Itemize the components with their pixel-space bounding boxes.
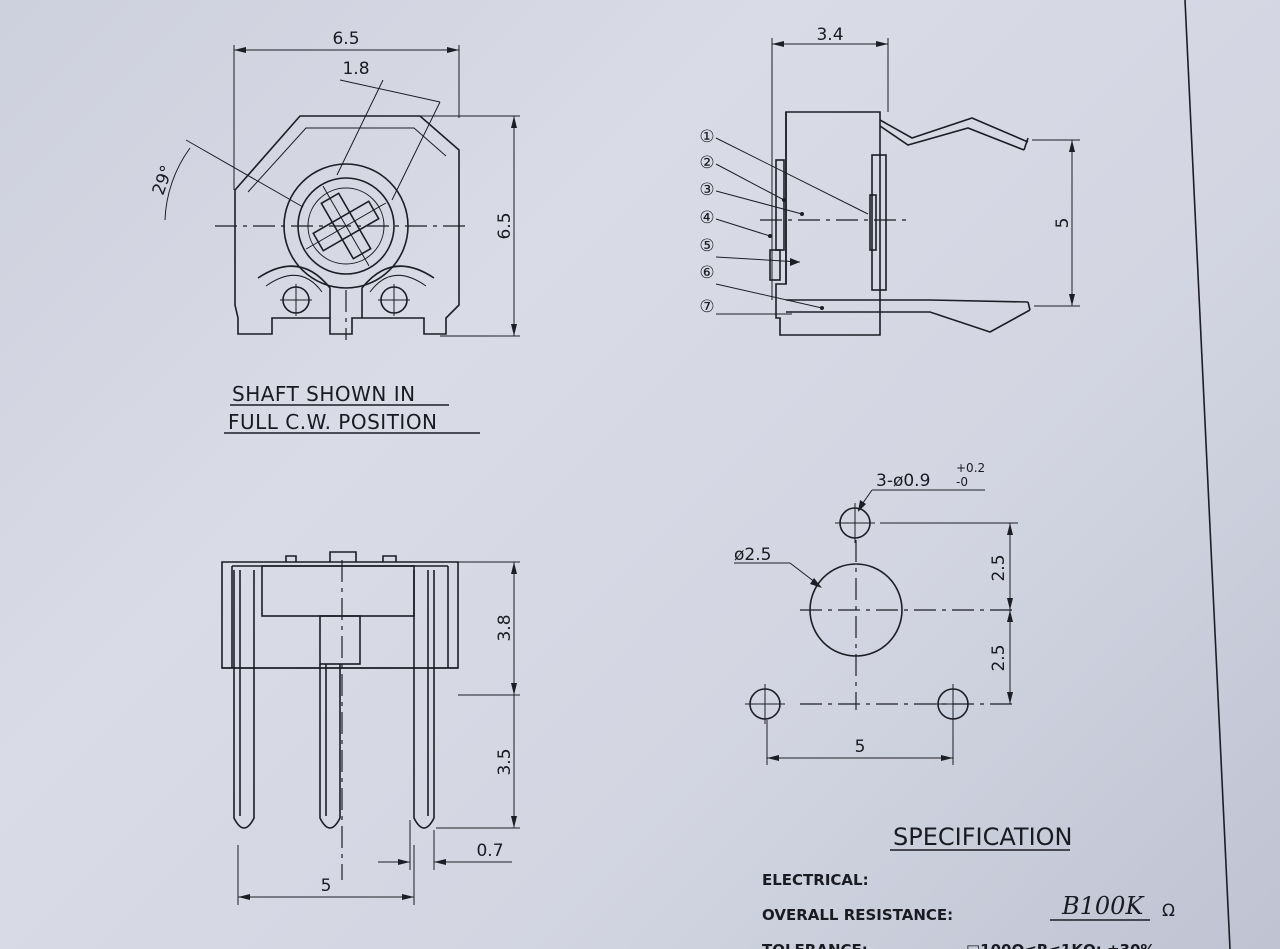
dim-side-pin-pitch: 5 (1053, 218, 1073, 229)
dim-front-pin-length: 3.5 (495, 748, 515, 775)
pcb-footprint: 3-ø0.9 +0.2 -0 ø2.5 2.5 2.5 (734, 461, 1018, 765)
spec-electrical: ELECTRICAL: (762, 871, 869, 889)
callout-7: ⑦ (699, 297, 714, 317)
dim-footprint-upper: 2.5 (989, 554, 1009, 581)
dim-top-width: 6.5 (332, 29, 359, 49)
dim-center-hole: ø2.5 (734, 545, 771, 565)
callout-6: ⑥ (699, 263, 714, 283)
front-view: 3.8 3.5 0.7 5 (221, 551, 520, 905)
dim-top-height: 6.5 (495, 212, 515, 239)
dim-hole-tol-minus: -0 (956, 475, 968, 489)
callout-4: ④ (699, 208, 714, 228)
dim-footprint-lower: 2.5 (989, 644, 1009, 671)
dim-front-body-height: 3.8 (495, 614, 515, 641)
callout-5: ⑤ (699, 236, 714, 256)
dim-hole-spec: 3-ø0.9 (876, 471, 930, 491)
dim-front-pin-span: 5 (321, 876, 332, 896)
dim-footprint-span: 5 (855, 737, 866, 757)
top-view: 6.5 1.8 6.5 29° (149, 29, 520, 340)
callout-3: ③ (699, 180, 714, 200)
callout-list: ① ② ③ ④ ⑤ ⑥ ⑦ (699, 127, 869, 317)
dim-slot-width: 1.8 (342, 59, 369, 79)
spec-unit: Ω (1162, 901, 1175, 921)
spec-tolerance-value: □100Ω≤R≤1KΩ: ±30% (966, 941, 1155, 949)
dim-front-pin-width: 0.7 (476, 841, 503, 861)
sheet-border-line (1184, 0, 1231, 949)
caption-line-2: FULL C.W. POSITION (228, 410, 438, 434)
spec-overall-resistance: OVERALL RESISTANCE: (762, 906, 953, 924)
shaft-caption: SHAFT SHOWN IN FULL C.W. POSITION (224, 382, 480, 434)
caption-line-1: SHAFT SHOWN IN (232, 382, 416, 406)
callout-1: ① (699, 127, 714, 147)
dim-hole-tol-plus: +0.2 (956, 461, 985, 475)
spec-tolerance: TOLERANCE: (762, 941, 868, 949)
spec-resistance-value: B100K (1061, 892, 1145, 920)
dim-angle: 29° (149, 163, 178, 198)
spec-title: SPECIFICATION (893, 823, 1072, 851)
dim-side-width: 3.4 (816, 25, 843, 45)
specification-block: SPECIFICATION ELECTRICAL: OVERALL RESIST… (762, 823, 1175, 949)
side-view: 3.4 5 ① ② ③ (699, 25, 1080, 336)
callout-2: ② (699, 153, 714, 173)
